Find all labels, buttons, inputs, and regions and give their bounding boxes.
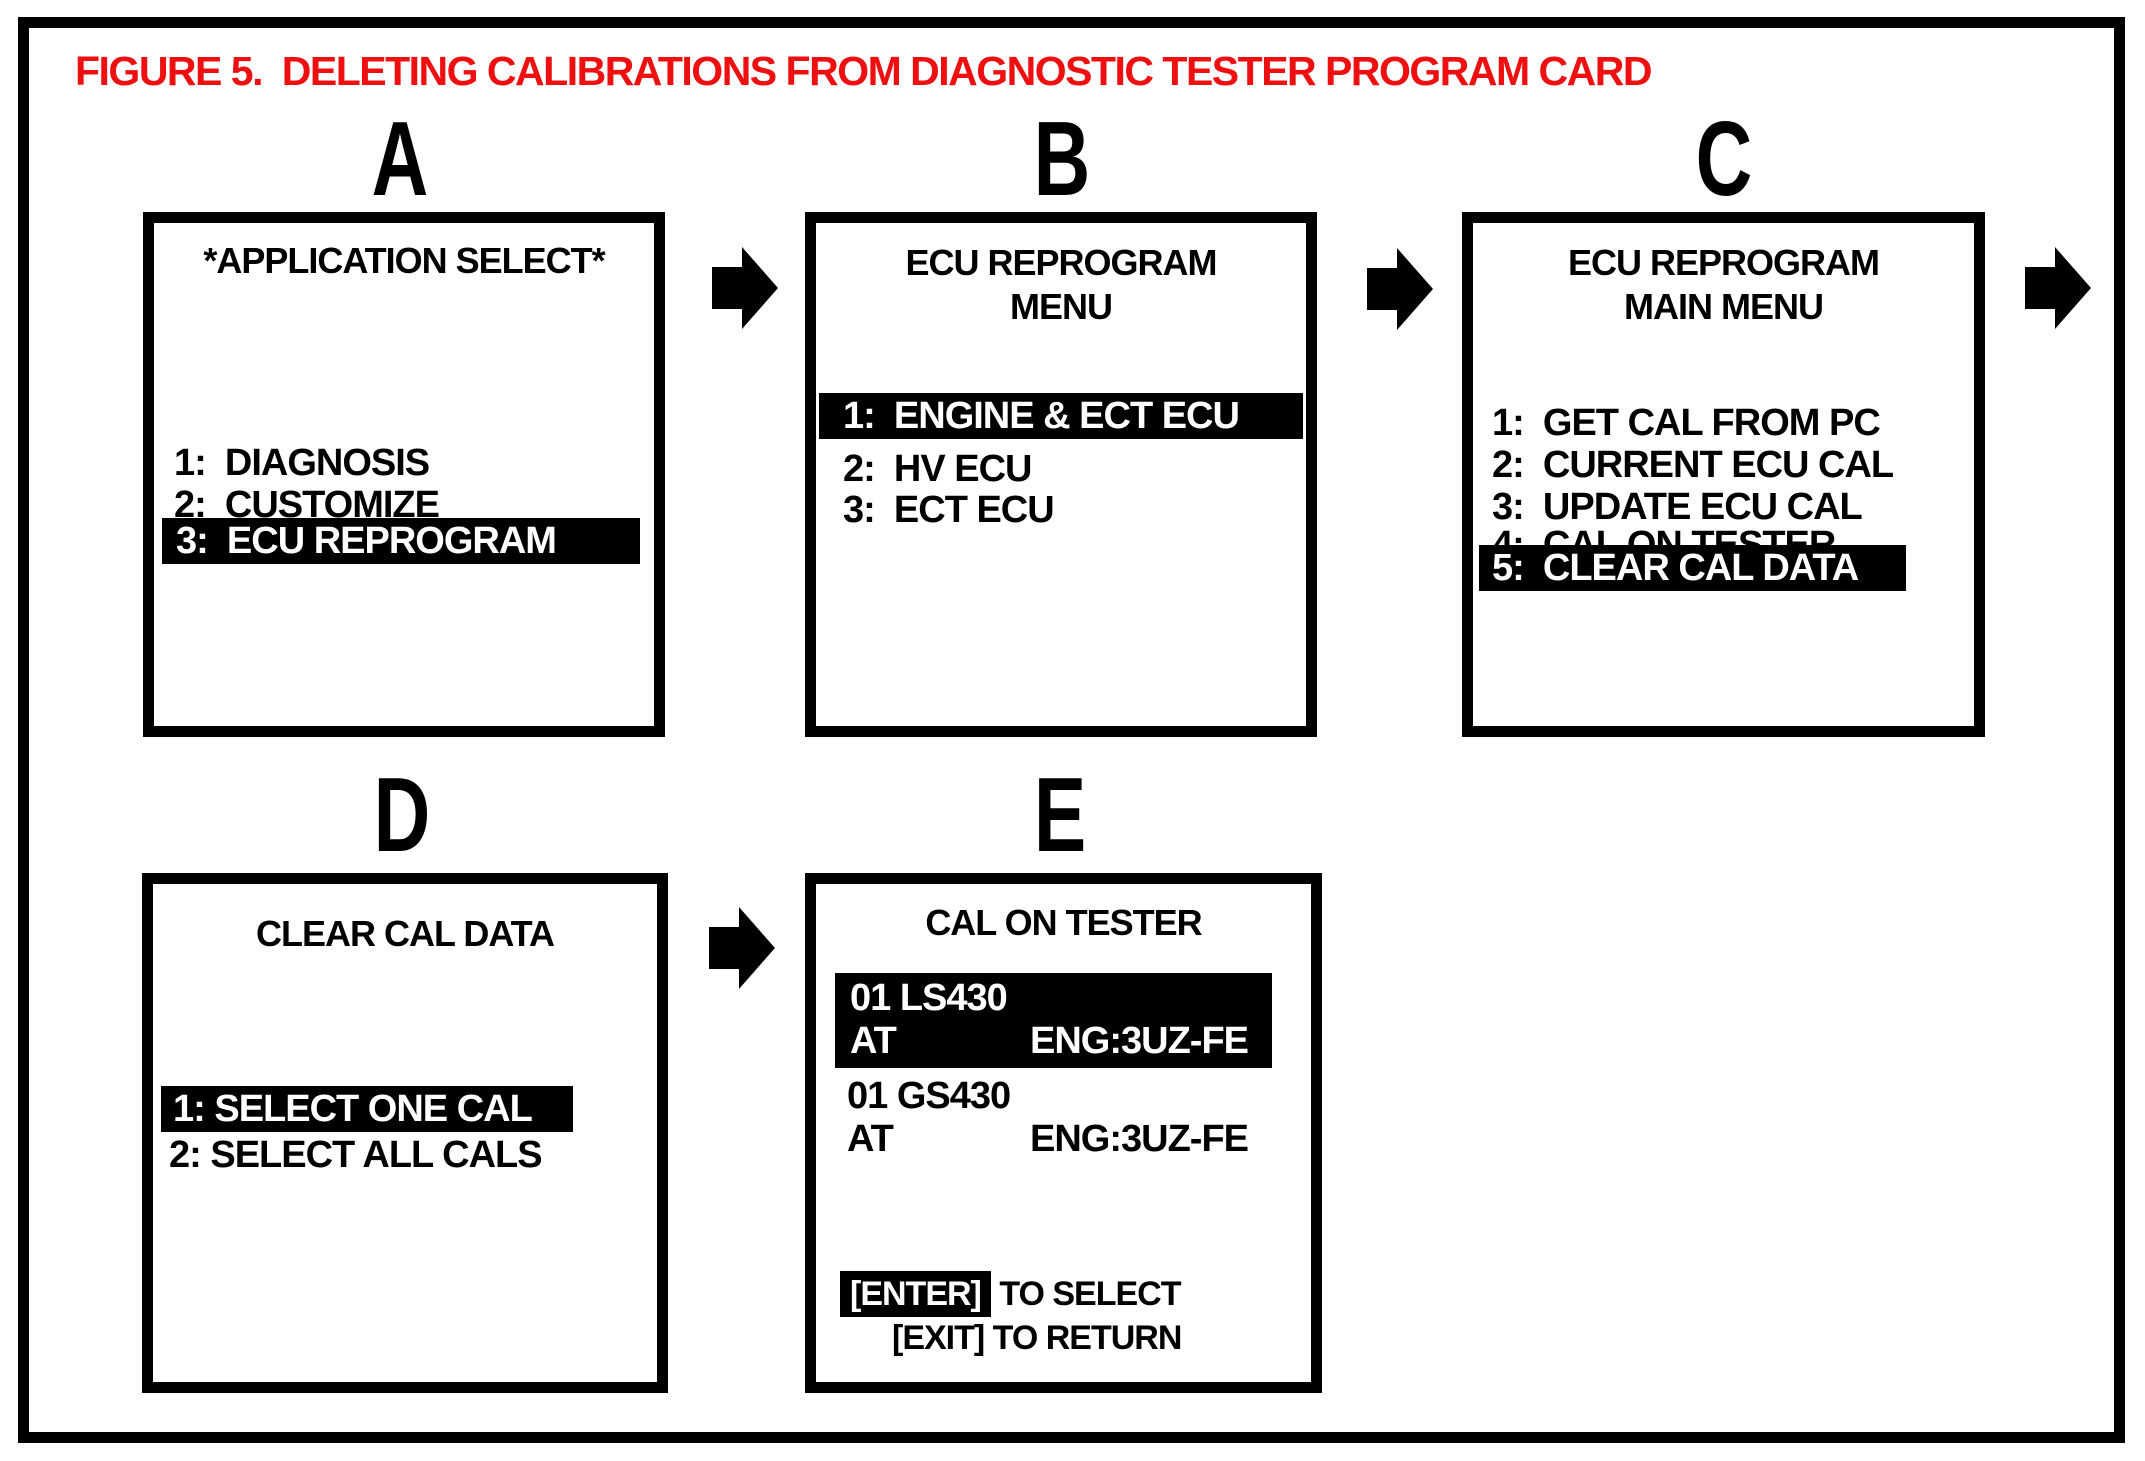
menu-item-engine-ect-ecu-selected: 1: ENGINE & ECT ECU (819, 393, 1303, 439)
screen-ecu-reprogram-main-menu: ECU REPROGRAM MAIN MENU 1: GET CAL FROM … (1462, 212, 1985, 737)
cal-entry-engine: ENG:3UZ-FE (1030, 1118, 1249, 1160)
arrow-right-icon (1367, 248, 1433, 330)
cal-entry-model: 01 GS430 (847, 1075, 1011, 1117)
menu-item-clear-cal-data-selected: 5: CLEAR CAL DATA (1479, 545, 1906, 591)
screen-clear-cal-data: CLEAR CAL DATA 1: SELECT ONE CAL 2: SELE… (142, 873, 668, 1393)
cal-entry-selected: 01 LS430 AT ENG:3UZ-FE (835, 973, 1272, 1068)
step-label-c: C (1695, 100, 1753, 218)
menu-item-hv-ecu: 2: HV ECU (843, 448, 1032, 490)
arrow-right-icon (2025, 247, 2091, 329)
menu-item-ecu-reprogram-selected: 3: ECU REPROGRAM (162, 518, 640, 564)
menu-item-current-ecu-cal: 2: CURRENT ECU CAL (1492, 444, 1894, 486)
step-label-a: A (371, 100, 429, 218)
screen-header: *APPLICATION SELECT* (203, 240, 605, 281)
exit-hint-row: [EXIT] TO RETURN (892, 1319, 1182, 1357)
cal-entry-trans: AT (850, 1020, 897, 1062)
step-label-d: D (373, 756, 431, 874)
menu-item-select-all-cals: 2: SELECT ALL CALS (169, 1134, 543, 1176)
screen-header-line1: ECU REPROGRAM (1567, 242, 1880, 283)
screen-header-line2: MAIN MENU (1624, 286, 1824, 327)
menu-item-diagnosis: 1: DIAGNOSIS (174, 442, 430, 484)
arrow-right-icon (712, 247, 778, 329)
screen-header-line2: MENU (1010, 286, 1113, 327)
step-label-e: E (1033, 756, 1087, 874)
step-label-b: B (1033, 100, 1091, 218)
screen-ecu-reprogram-menu: ECU REPROGRAM MENU 1: ENGINE & ECT ECU 2… (805, 212, 1317, 737)
cal-entry-engine: ENG:3UZ-FE (1030, 1020, 1249, 1062)
figure-border (18, 17, 2125, 1443)
arrow-right-icon (709, 907, 775, 989)
cal-entry-model: 01 LS430 (850, 977, 1008, 1019)
enter-key-label: [ENTER] (840, 1271, 991, 1317)
menu-item-update-ecu-cal: 3: UPDATE ECU CAL (1492, 486, 1863, 528)
menu-item-get-cal-from-pc: 1: GET CAL FROM PC (1492, 402, 1881, 444)
screen-application-select: *APPLICATION SELECT* 1: DIAGNOSIS 2: CUS… (143, 212, 665, 737)
screen-header: CLEAR CAL DATA (256, 913, 555, 954)
cal-entry-trans: AT (847, 1118, 894, 1160)
screen-header-line1: ECU REPROGRAM (905, 242, 1217, 283)
screen-header: CAL ON TESTER (925, 902, 1202, 943)
menu-item-ect-ecu: 3: ECT ECU (843, 489, 1055, 531)
screen-cal-on-tester: CAL ON TESTER 01 LS430 AT ENG:3UZ-FE 01 … (805, 873, 1322, 1393)
menu-item-select-one-cal-selected: 1: SELECT ONE CAL (161, 1086, 573, 1132)
enter-hint-row: [ENTER] TO SELECT (840, 1271, 1182, 1317)
enter-hint-text: TO SELECT (990, 1275, 1181, 1313)
figure-title: FIGURE 5. DELETING CALIBRATIONS FROM DIA… (75, 48, 1652, 94)
